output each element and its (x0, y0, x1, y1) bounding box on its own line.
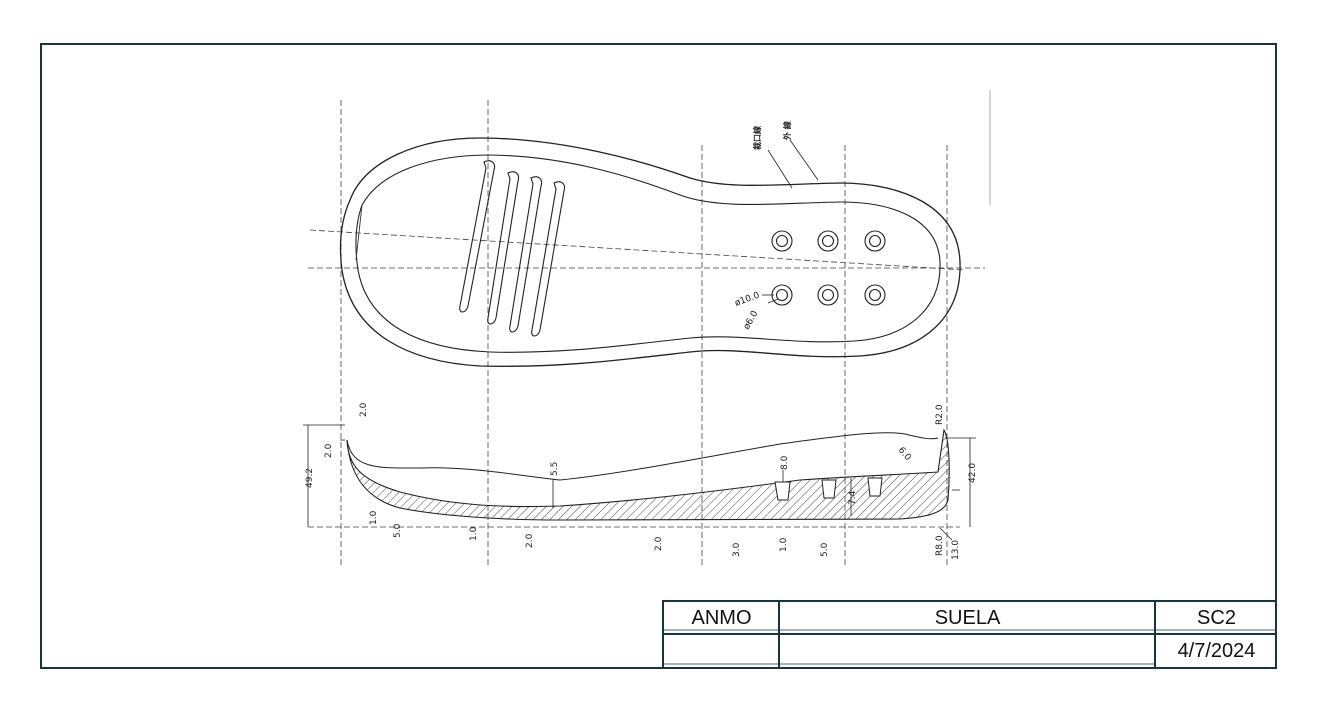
leader-label-outer-line: 外 線 (782, 121, 792, 140)
title-block-code: SC2 (1197, 606, 1236, 629)
stud-hole (864, 230, 886, 252)
hole-dim-inner: ø6.0 (742, 309, 761, 331)
slot-1 (459, 160, 496, 313)
sole-outer-outline (339, 137, 961, 367)
dim-13-0: 13.0 (951, 540, 961, 560)
dimension-lines (303, 424, 976, 541)
slot-4 (531, 181, 566, 337)
dim-8-0: 8.0 (780, 455, 790, 470)
dim-left-2: 2.0 (324, 443, 334, 458)
tread-pockets (774, 477, 883, 501)
stud-hole (864, 284, 886, 306)
dim-r2-0: R2.0 (935, 404, 945, 425)
stud-hole (817, 230, 839, 252)
slot-3 (509, 176, 543, 333)
slot-2 (487, 171, 520, 325)
dim-3-0: 3.0 (732, 542, 742, 557)
title-block-part-name: SUELA (934, 606, 1001, 629)
title-block-grid (662, 600, 1277, 669)
stud-holes (771, 230, 886, 306)
dim-5-0-b: 5.0 (820, 542, 830, 557)
dim-top-2: 2.0 (359, 402, 369, 417)
title-block-empty-middle (780, 635, 1155, 667)
dim-5-5: 5.5 (550, 462, 560, 476)
section-hatched-sole (346, 428, 950, 521)
dim-7-4: 7.4 (848, 490, 858, 505)
title-block-date: 4/7/2024 (1177, 639, 1256, 662)
dim-height-49-2: 49.2 (305, 468, 315, 488)
dim-42-0: 42.0 (968, 463, 978, 483)
dim-5-0-a: 5.0 (393, 523, 403, 538)
leader-label-cut-line: 裁口線 (752, 126, 762, 150)
dim-2-0-a: 2.0 (525, 533, 535, 548)
slots (459, 160, 566, 337)
sole-inner-outline (355, 154, 941, 353)
dim-1-0-a: 1.0 (369, 510, 379, 525)
stud-hole (771, 284, 793, 306)
section-top-profile (346, 432, 939, 481)
stud-hole (817, 284, 839, 306)
dim-1-0-b: 1.0 (469, 526, 479, 541)
stud-hole (771, 230, 793, 252)
title-block: ANMO SUELA SC2 4/7/2024 (662, 600, 1277, 669)
drawing-sheet-border (40, 43, 1277, 669)
hole-dim-outer: ø10.0 (734, 291, 762, 309)
dim-6-0: 6.0 (896, 446, 913, 464)
dim-1-0-c: 1.0 (779, 537, 789, 552)
title-block-empty-left (664, 635, 779, 667)
title-block-company: ANMO (691, 606, 752, 629)
dim-r8-0: R8.0 (935, 535, 945, 556)
dim-2-0-b: 2.0 (654, 536, 664, 551)
